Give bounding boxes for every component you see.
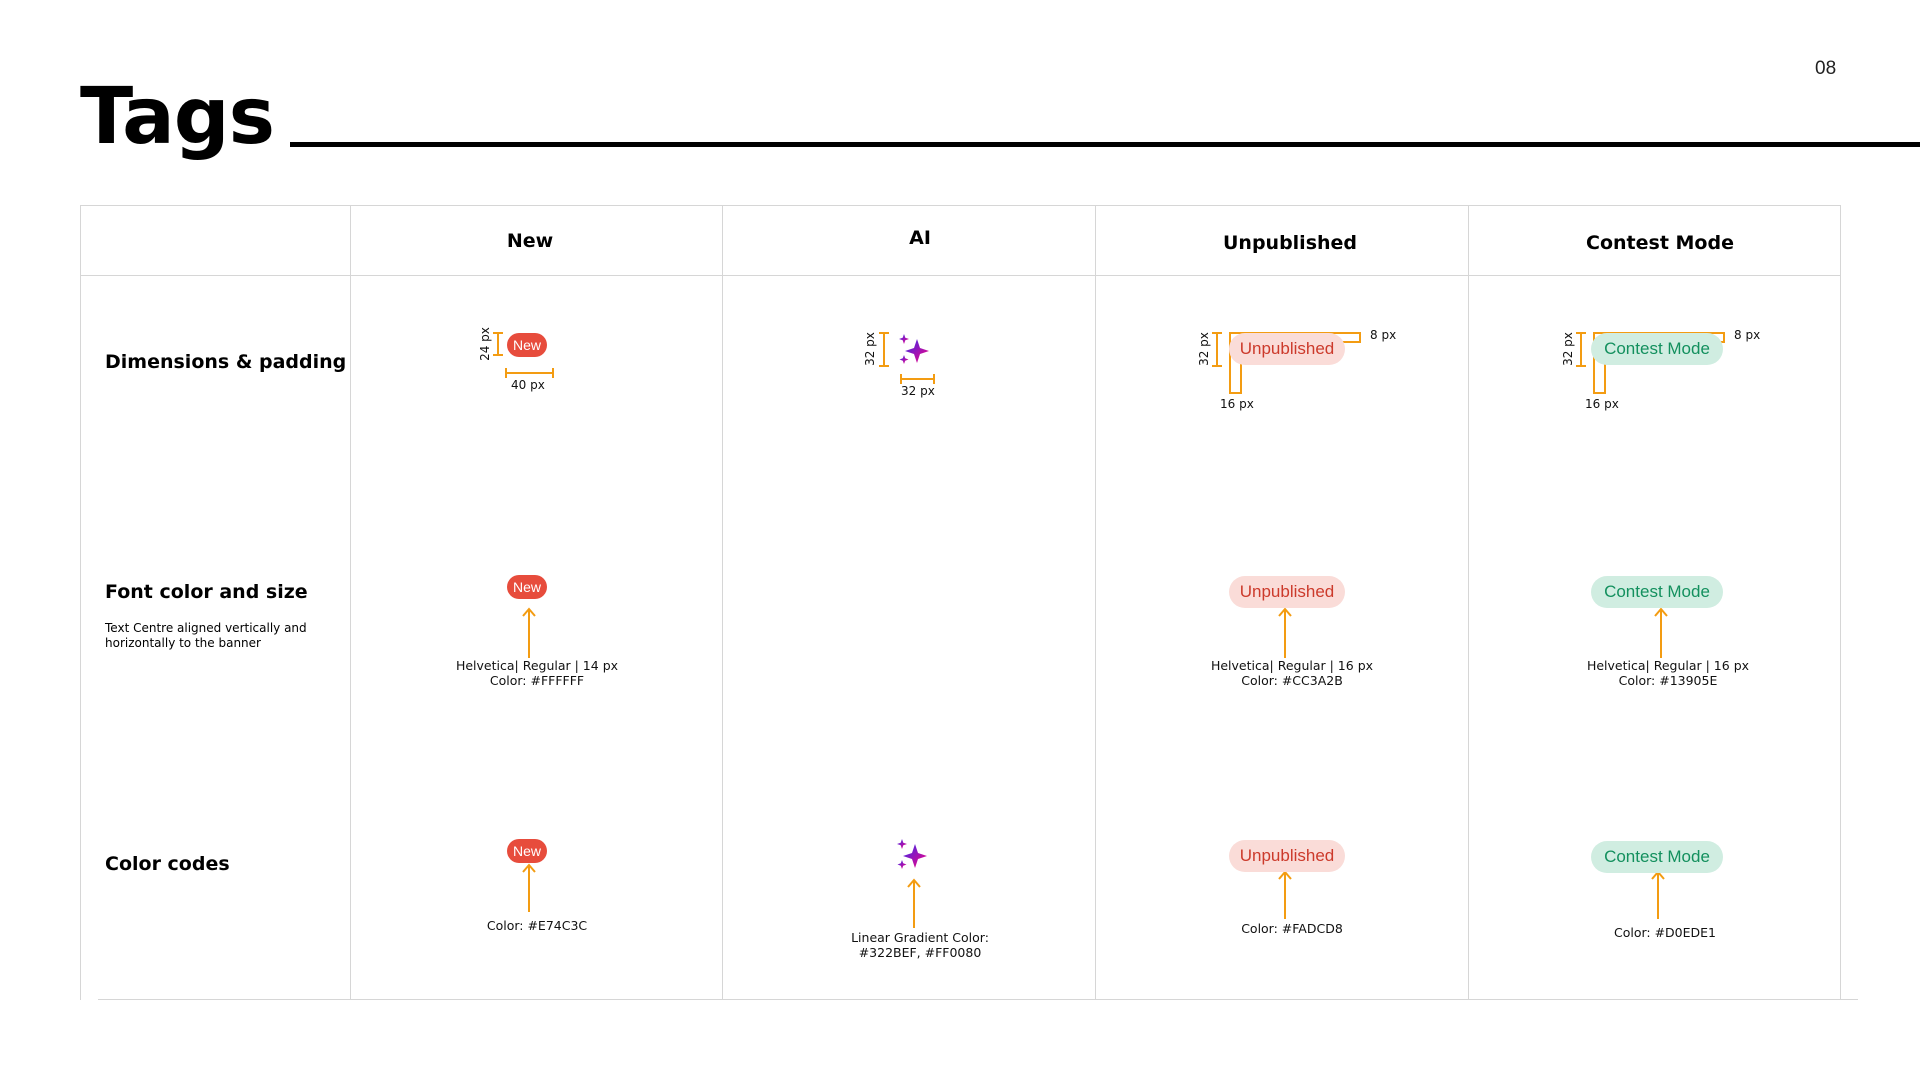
unpublished-tag: Unpublished bbox=[1229, 333, 1345, 365]
font-spec-unpublished: Helvetica| Regular | 16 px Color: #CC3A2… bbox=[1192, 658, 1392, 688]
column-divider bbox=[350, 205, 351, 1000]
color-code-ai: Linear Gradient Color: #322BEF, #FF0080 bbox=[820, 930, 1020, 960]
font-spec-contest-mode: Helvetica| Regular | 16 px Color: #13905… bbox=[1568, 658, 1768, 688]
new-tag: New bbox=[507, 839, 547, 863]
font-spec-line: Helvetica| Regular | 14 px bbox=[455, 658, 619, 673]
column-header-unpublished: Unpublished bbox=[1222, 232, 1358, 254]
column-divider bbox=[1095, 205, 1096, 1000]
contest-mode-tag: Contest Mode bbox=[1591, 576, 1723, 608]
table-border-bottom bbox=[98, 999, 1858, 1000]
column-divider bbox=[1468, 205, 1469, 1000]
dimension-label: 32 px bbox=[863, 332, 877, 366]
font-color-line: Color: #CC3A2B bbox=[1241, 673, 1343, 688]
new-tag: New bbox=[507, 575, 547, 599]
table-border-top bbox=[80, 205, 1840, 206]
padding-label: 8 px bbox=[1734, 328, 1761, 342]
dimension-label: 32 px bbox=[1561, 332, 1575, 366]
font-color-line: Color: #13905E bbox=[1618, 673, 1718, 688]
unpublished-tag: Unpublished bbox=[1229, 576, 1345, 608]
contest-mode-tag: Contest Mode bbox=[1591, 841, 1723, 873]
column-header-new: New bbox=[506, 230, 554, 252]
title-divider bbox=[290, 142, 1920, 147]
page-title: Tags bbox=[80, 72, 275, 162]
padding-label: 8 px bbox=[1370, 328, 1397, 342]
padding-label: 16 px bbox=[1585, 397, 1619, 411]
dimension-label: 32 px bbox=[901, 384, 935, 398]
contest-mode-tag: Contest Mode bbox=[1591, 333, 1723, 365]
gradient-values: #322BEF, #FF0080 bbox=[858, 945, 982, 960]
row-header-dimensions: Dimensions & padding bbox=[105, 351, 347, 373]
color-code-new: Color: #E74C3C bbox=[486, 918, 588, 933]
font-color-line: Color: #FFFFFF bbox=[489, 673, 585, 688]
font-spec-line: Helvetica| Regular | 16 px bbox=[1586, 658, 1750, 673]
new-tag: New bbox=[507, 333, 547, 357]
dimension-label: 32 px bbox=[1197, 332, 1211, 366]
row-header-colors: Color codes bbox=[105, 853, 230, 875]
header-divider bbox=[80, 275, 1840, 276]
column-header-ai: AI bbox=[909, 227, 931, 249]
table-border-left bbox=[80, 205, 81, 1000]
column-header-contest-mode: Contest Mode bbox=[1586, 232, 1734, 254]
ai-sparkle-icon bbox=[897, 839, 927, 869]
unpublished-tag: Unpublished bbox=[1229, 840, 1345, 872]
row-header-font: Font color and size bbox=[105, 581, 308, 603]
font-spec-line: Helvetica| Regular | 16 px bbox=[1210, 658, 1374, 673]
dimension-label: 40 px bbox=[511, 378, 545, 392]
font-spec-new: Helvetica| Regular | 14 px Color: #FFFFF… bbox=[437, 658, 637, 688]
ai-sparkle-icon bbox=[899, 334, 929, 364]
color-code-contest-mode: Color: #D0EDE1 bbox=[1613, 925, 1717, 940]
dimension-label: 24 px bbox=[478, 327, 492, 361]
table-border-right bbox=[1840, 205, 1841, 1000]
gradient-label: Linear Gradient Color: bbox=[851, 930, 989, 945]
page-number: 08 bbox=[1815, 58, 1837, 79]
padding-label: 16 px bbox=[1220, 397, 1254, 411]
column-divider bbox=[722, 205, 723, 1000]
row-note-alignment: Text Centre aligned vertically and horiz… bbox=[105, 621, 307, 650]
color-code-unpublished: Color: #FADCD8 bbox=[1241, 921, 1343, 936]
